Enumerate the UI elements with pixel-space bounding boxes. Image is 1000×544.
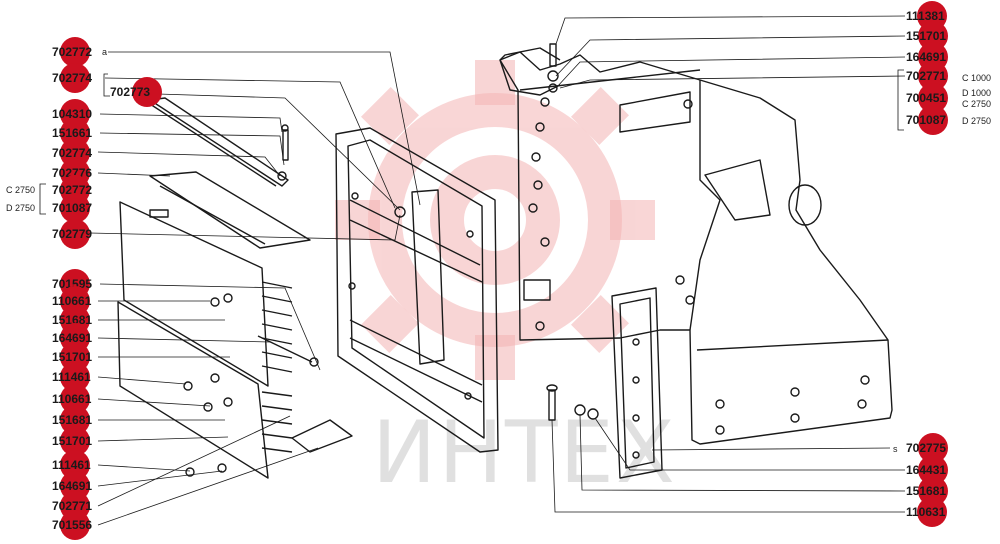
part-label: 702775	[906, 433, 949, 463]
cover-gasket	[611, 287, 663, 479]
part-label: 701087	[906, 105, 949, 135]
part-label: 151701	[52, 426, 92, 456]
part-label: 700451	[906, 83, 949, 113]
variant-note: C 2750	[962, 99, 992, 109]
lower-channel	[291, 419, 353, 453]
part-label: 164431	[906, 455, 949, 485]
part-label: 702771	[906, 61, 949, 91]
part-label: 110631	[906, 497, 948, 527]
variant-note: C 2750	[6, 185, 36, 195]
upper-terminal-board	[119, 201, 319, 387]
upper-channel	[149, 171, 311, 249]
upper-terminal-rows	[261, 281, 293, 373]
part-label: 111461	[52, 362, 91, 392]
housing-body	[499, 47, 893, 445]
lower-terminal-board	[117, 301, 293, 479]
housing-holes	[528, 97, 870, 435]
center-frame	[335, 127, 499, 453]
top-bolts	[547, 43, 559, 93]
part-label: 701087	[52, 193, 92, 223]
part-label: 702773	[110, 77, 162, 107]
part-label-prefix: s	[893, 444, 898, 454]
variant-note: D 1000	[962, 88, 992, 98]
note-brackets	[39, 69, 904, 215]
housing-boss	[523, 279, 551, 301]
cover-bolts	[546, 384, 599, 421]
variant-note: C 1000	[962, 73, 992, 83]
part-label: 702774	[52, 63, 92, 93]
variant-note: D 2750	[6, 203, 36, 213]
variant-note: D 2750	[962, 116, 992, 126]
part-label: 151701	[906, 21, 949, 51]
left-leader-lines	[89, 51, 421, 526]
part-label-suffix: a	[102, 47, 108, 57]
right-leader-lines	[551, 15, 906, 513]
part-label: 702772	[52, 37, 92, 67]
part-label: 151681	[906, 476, 949, 506]
watermark-gear-logo	[335, 60, 655, 380]
part-label: 702779	[52, 219, 92, 249]
part-label: 701556	[52, 510, 92, 540]
connector-strip	[149, 97, 289, 187]
